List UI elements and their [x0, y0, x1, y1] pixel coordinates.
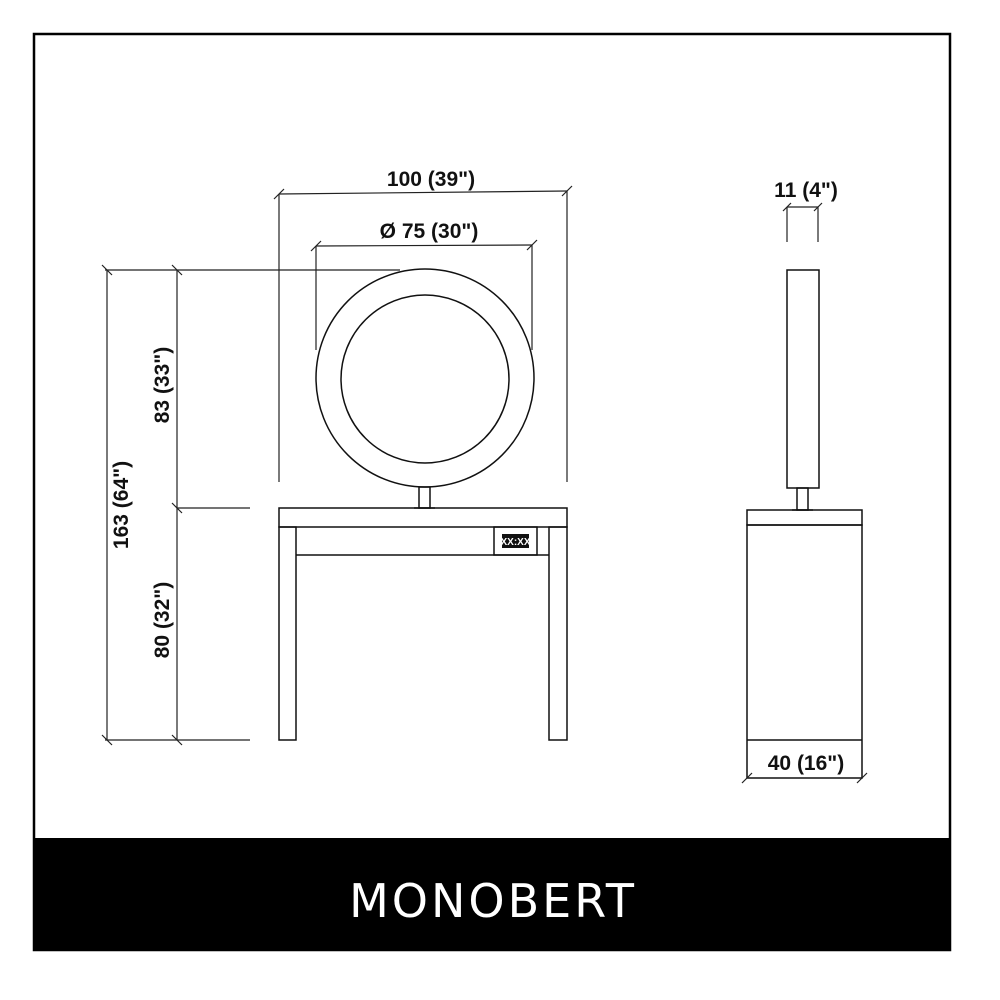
front-dimensions [101, 185, 573, 746]
table-leg-left [278, 526, 297, 741]
frame-border [32, 32, 952, 952]
side-mirror-stem [796, 487, 809, 511]
side-mirror-panel [786, 269, 820, 489]
title-band [34, 838, 950, 950]
mirror-depth-label: 11 (4") [774, 179, 838, 202]
mirror-stem [418, 486, 431, 509]
display-screen [502, 534, 529, 548]
side-table-top [746, 509, 863, 526]
front-view [278, 268, 568, 741]
table-height-label: 80 (32") [151, 582, 174, 659]
product-title: MONOBERT [349, 874, 637, 928]
display-time: XX:XX [500, 537, 530, 548]
table-depth-label: 40 (16") [768, 752, 845, 775]
overall-width-label: 100 (39") [387, 168, 475, 191]
mirror-outer-ring [315, 268, 535, 488]
mirror-height-label: 83 (33") [151, 347, 174, 424]
table-leg-right [548, 526, 568, 741]
table-top [278, 507, 568, 528]
side-view [741, 202, 868, 784]
mirror-diameter-label: Ø 75 (30") [380, 220, 479, 243]
mirror-glass [340, 294, 510, 464]
overall-height-label: 163 (64") [110, 461, 133, 549]
display-panel [493, 526, 538, 556]
side-table-body [746, 524, 863, 779]
